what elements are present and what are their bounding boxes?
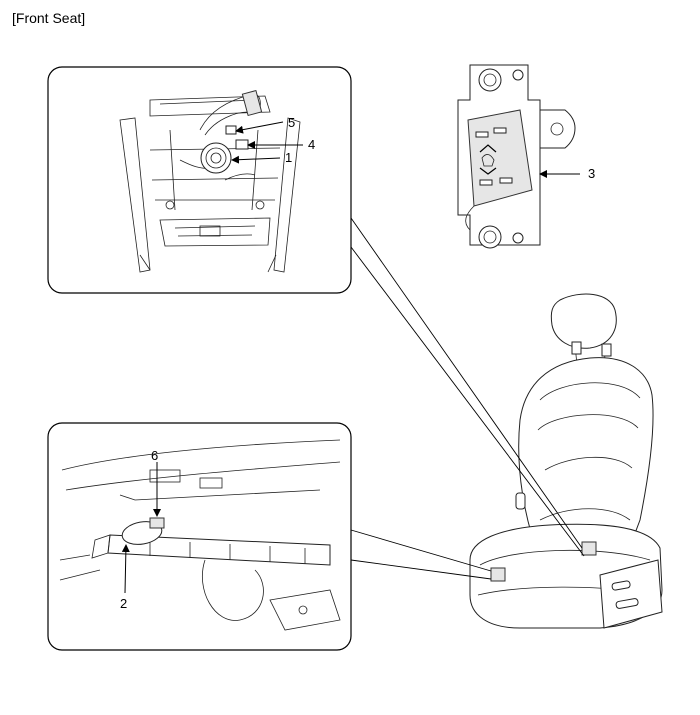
seat-illustration xyxy=(469,293,663,629)
callout-5: 5 xyxy=(288,115,295,130)
seat-switch-component: 3 xyxy=(457,64,595,249)
seat-frame-detail-panel: 5 4 1 xyxy=(47,66,352,294)
page-heading: [Front Seat] xyxy=(12,10,86,26)
callout-6: 6 xyxy=(151,448,158,463)
callout-3: 3 xyxy=(588,166,595,181)
seat-rail-detail-panel: 6 2 xyxy=(47,422,352,651)
callout-2: 2 xyxy=(120,596,127,611)
callout-4: 4 xyxy=(308,137,315,152)
leader-lines xyxy=(350,217,585,580)
callout-1: 1 xyxy=(285,150,292,165)
